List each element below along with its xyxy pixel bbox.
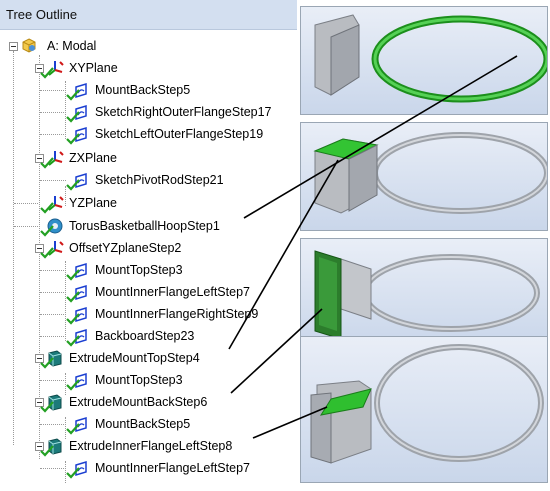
tree-guide-line (40, 292, 66, 293)
tree-node[interactable]: MountBackStep5 (66, 80, 192, 101)
tree-guide-line (13, 51, 14, 445)
tree-node-label: ExtrudeInnerFlangeLeftStep8 (69, 439, 233, 453)
tree-guide-line (14, 226, 38, 227)
extrude-icon (40, 349, 64, 369)
preview-torus-hoop (300, 6, 548, 115)
extrude-icon (40, 393, 64, 413)
tree-node-label: SketchRightOuterFlangeStep17 (95, 105, 272, 119)
tree-node[interactable]: ExtrudeMountTopStep4 (40, 348, 202, 369)
preview-mount-back (300, 238, 548, 347)
tree-guide-line (40, 112, 66, 113)
preview-mount-top (300, 122, 548, 231)
sketch-icon (66, 103, 90, 123)
plane-icon (40, 59, 64, 79)
collapse-toggle[interactable] (9, 42, 18, 51)
preview-images (300, 0, 550, 491)
tree-node[interactable]: MountTopStep3 (66, 370, 185, 391)
extrude-icon (40, 437, 64, 457)
sketch-icon (66, 415, 90, 435)
tree-guide-line (40, 90, 66, 91)
tree-node[interactable]: MountBackStep5 (66, 414, 192, 435)
tree-node[interactable]: SketchPivotRodStep21 (66, 170, 226, 191)
tree-node-label: MountInnerFlangeRightStep9 (95, 307, 259, 321)
plane-icon (40, 149, 64, 169)
panel-header: Tree Outline (0, 0, 297, 30)
collapse-toggle[interactable] (35, 244, 44, 253)
tree-node-label: MountBackStep5 (95, 417, 191, 431)
sketch-icon (66, 125, 90, 145)
sketch-icon (66, 261, 90, 281)
tree-node-label: ExtrudeMountBackStep6 (69, 395, 208, 409)
tree-node-root[interactable]: A: Modal (20, 36, 98, 56)
tree-node-label: MountInnerFlangeLeftStep7 (95, 285, 250, 299)
collapse-toggle[interactable] (35, 154, 44, 163)
tree-guide-line (65, 81, 66, 139)
tree-guide-line (65, 261, 66, 341)
tree-node-label: OffsetYZplaneStep2 (69, 241, 182, 255)
tree-node[interactable]: MountInnerFlangeRightStep9 (66, 304, 260, 325)
plane-icon (40, 239, 64, 259)
tree-guide-line (65, 461, 66, 483)
tree-node-label: MountTopStep3 (95, 263, 183, 277)
tree-node-label: A: Modal (47, 39, 97, 53)
tree-guide-line (65, 373, 66, 395)
collapse-toggle[interactable] (35, 354, 44, 363)
tree-node[interactable]: ZXPlane (40, 148, 119, 169)
tree-node[interactable]: ExtrudeMountBackStep6 (40, 392, 209, 413)
tree-guide-line (40, 134, 66, 135)
sketch-icon (66, 305, 90, 325)
tree-node-label: XYPlane (69, 61, 118, 75)
tree-guide-line (40, 380, 66, 381)
tree-node[interactable]: XYPlane (40, 58, 120, 79)
sketch-icon (66, 371, 90, 391)
collapse-toggle[interactable] (35, 442, 44, 451)
sketch-icon (66, 283, 90, 303)
tree-guide-line (40, 270, 66, 271)
tree-node-label: MountBackStep5 (95, 83, 191, 97)
tree-guide-line (14, 203, 38, 204)
tree-node-label: TorusBasketballHoopStep1 (69, 219, 220, 233)
tree-node-label: BackboardStep23 (95, 329, 195, 343)
sketch-icon (66, 327, 90, 347)
tree-node-label: SketchLeftOuterFlangeStep19 (95, 127, 264, 141)
tree-node-label: ZXPlane (69, 151, 117, 165)
tree-node[interactable]: MountInnerFlangeLeftStep7 (66, 458, 252, 479)
sketch-icon (66, 171, 90, 191)
sketch-icon (66, 81, 90, 101)
tree-guide-line (40, 468, 66, 469)
tree-guide-line (65, 417, 66, 439)
tree-node[interactable]: TorusBasketballHoopStep1 (40, 216, 222, 237)
tree-node[interactable]: MountTopStep3 (66, 260, 185, 281)
tree-node[interactable]: SketchLeftOuterFlangeStep19 (66, 124, 265, 145)
torus-icon (40, 217, 64, 237)
collapse-toggle[interactable] (35, 64, 44, 73)
tree-node-label: SketchPivotRodStep21 (95, 173, 224, 187)
tree-node[interactable]: ExtrudeInnerFlangeLeftStep8 (40, 436, 234, 457)
tree-node[interactable]: BackboardStep23 (66, 326, 196, 347)
model-icon (20, 37, 38, 55)
sketch-icon (66, 459, 90, 479)
collapse-toggle[interactable] (35, 398, 44, 407)
tree-node[interactable]: OffsetYZplaneStep2 (40, 238, 183, 259)
tree-guide-line (39, 55, 40, 459)
tree-node[interactable]: SketchRightOuterFlangeStep17 (66, 102, 274, 123)
tree-node-label: YZPlane (69, 196, 117, 210)
preview-inner-flange (300, 336, 548, 483)
tree-node[interactable]: MountInnerFlangeLeftStep7 (66, 282, 252, 303)
tree-node-label: ExtrudeMountTopStep4 (69, 351, 200, 365)
plane-icon (40, 194, 64, 214)
panel-title: Tree Outline (6, 7, 78, 22)
tree-node[interactable]: YZPlane (40, 193, 119, 214)
tree-node-label: MountInnerFlangeLeftStep7 (95, 461, 250, 475)
tree-guide-line (40, 336, 66, 337)
tree-guide-line (40, 314, 66, 315)
tree-node-label: MountTopStep3 (95, 373, 183, 387)
tree-guide-line (40, 180, 66, 181)
tree-guide-line (40, 424, 66, 425)
tree-guide-line (65, 186, 66, 206)
